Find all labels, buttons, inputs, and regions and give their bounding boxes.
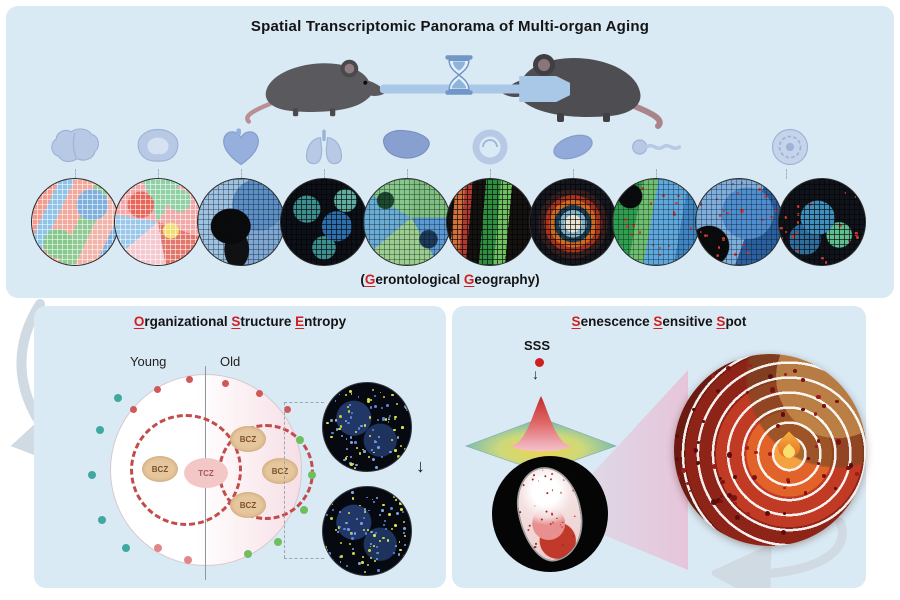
cell-dot: [222, 380, 229, 387]
ose-panel: Organizational Structure Entropy Young O…: [34, 306, 446, 588]
sss-down-arrow: ↓: [532, 366, 539, 382]
tissue-section: [512, 463, 588, 565]
ose-title: Organizational Structure Entropy: [34, 314, 446, 329]
tcz-label: TCZ: [198, 468, 214, 478]
organ-icon-intestine: [472, 129, 508, 165]
cell-dot: [88, 471, 96, 479]
spot-map-liver: [363, 178, 451, 266]
sss-accent-1: S: [571, 314, 581, 329]
cell-dot: [244, 550, 252, 558]
young-spot-image: [322, 382, 412, 472]
gg-text-2: eography): [474, 272, 540, 287]
ose-text-3: ntropy: [304, 314, 347, 329]
sss-accent-3: S: [716, 314, 726, 329]
hourglass-icon: [445, 55, 473, 95]
spot-map-testis: [778, 178, 866, 266]
cell-dot: [184, 556, 192, 564]
organ-icon-lung: [305, 129, 343, 165]
cell-dot: [274, 538, 282, 546]
gg-text-1: erontological: [375, 272, 464, 287]
cell-dot: [186, 376, 193, 383]
spot-map-ovary: [695, 178, 783, 266]
cell-dot: [96, 426, 104, 434]
icon-connector: [158, 169, 159, 179]
old-label: Old: [220, 354, 241, 369]
gerontological-geography-caption: (Gerontological Geography): [6, 272, 894, 287]
cell-dot: [296, 436, 304, 444]
sss-accent-2: S: [653, 314, 663, 329]
aging-down-arrow: ↓: [416, 456, 425, 476]
spot-map-intestine: [446, 178, 534, 266]
icon-connector: [786, 169, 787, 179]
bcz-zone: BCZ: [230, 426, 266, 452]
cell-dot: [256, 390, 263, 397]
bcz-zone: BCZ: [230, 492, 266, 518]
sss-text-2: ensitive: [662, 314, 717, 329]
icon-connector: [241, 169, 242, 179]
bcz-label: BCZ: [271, 466, 289, 476]
ose-text-1: rganizational: [144, 314, 232, 329]
bcz-label: BCZ: [239, 500, 257, 510]
sss-marker-dot: [535, 358, 544, 367]
organ-icon-ovary: [771, 128, 809, 166]
gg-open-paren: (: [360, 272, 365, 287]
ose-text-2: tructure: [240, 314, 296, 329]
cell-dot: [98, 516, 106, 524]
flame-icon: [773, 431, 805, 464]
tcz-zone: TCZ: [184, 458, 228, 488]
bracket-line: [284, 402, 324, 403]
spot-map-brain-slice: [114, 178, 202, 266]
cell-dot: [308, 471, 316, 479]
tissue-section-circle: [492, 456, 608, 572]
aging-arrow: [380, 76, 570, 102]
organ-icon-brain: [51, 128, 100, 163]
spot-map-nerve: [612, 178, 700, 266]
bcz-label: BCZ: [239, 434, 257, 444]
ose-accent-s: S: [231, 314, 241, 329]
cell-dot: [122, 544, 130, 552]
senescence-hotspot-circle: [674, 354, 866, 546]
spot-map-heart: [197, 178, 285, 266]
cell-dot: [130, 406, 137, 413]
bracket-line: [284, 402, 285, 558]
gg-accent-2: G: [463, 272, 475, 287]
old-spot-image: [322, 486, 412, 576]
icon-connector: [75, 169, 76, 179]
young-mouse-illustration: [245, 59, 387, 124]
icon-connector: [656, 169, 657, 179]
organ-icon-heart: [223, 128, 259, 166]
icon-connector: [490, 169, 491, 179]
icon-connector: [407, 169, 408, 179]
sss-text-1: enescence: [580, 314, 654, 329]
cell-dot: [114, 394, 122, 402]
sss-title: Senescence Sensitive Spot: [452, 314, 866, 329]
organ-icon-brain-slice: [137, 128, 179, 162]
organ-icon-nerve: [632, 139, 682, 155]
cell-dot: [154, 544, 162, 552]
flow-arrow-right: [712, 517, 847, 588]
icon-connector: [573, 169, 574, 179]
gg-accent-1: G: [364, 272, 376, 287]
organ-icon-spleen: [553, 134, 593, 160]
spot-map-brain: [31, 178, 119, 266]
page-title: Spatial Transcriptomic Panorama of Multi…: [250, 18, 650, 35]
spot-map-lung: [280, 178, 368, 266]
top-panel: Spatial Transcriptomic Panorama of Multi…: [6, 6, 894, 298]
bcz-zone: BCZ: [262, 458, 298, 484]
young-label: Young: [130, 354, 167, 369]
bracket-line: [284, 558, 324, 559]
icon-connector: [324, 169, 325, 179]
ose-accent-e: E: [295, 314, 305, 329]
bcz-zone: BCZ: [142, 456, 178, 482]
spot-map-spleen: [529, 178, 617, 266]
sss-panel: Senescence Sensitive Spot SSS ↓: [452, 306, 866, 588]
cell-dot: [300, 506, 308, 514]
cell-dot: [154, 386, 161, 393]
sss-label: SSS: [524, 338, 551, 353]
organ-icon-liver: [383, 129, 430, 159]
sss-text-3: pot: [725, 314, 747, 329]
cell-dot: [284, 406, 291, 413]
ose-accent-o: O: [133, 314, 145, 329]
bcz-label: BCZ: [151, 464, 169, 474]
